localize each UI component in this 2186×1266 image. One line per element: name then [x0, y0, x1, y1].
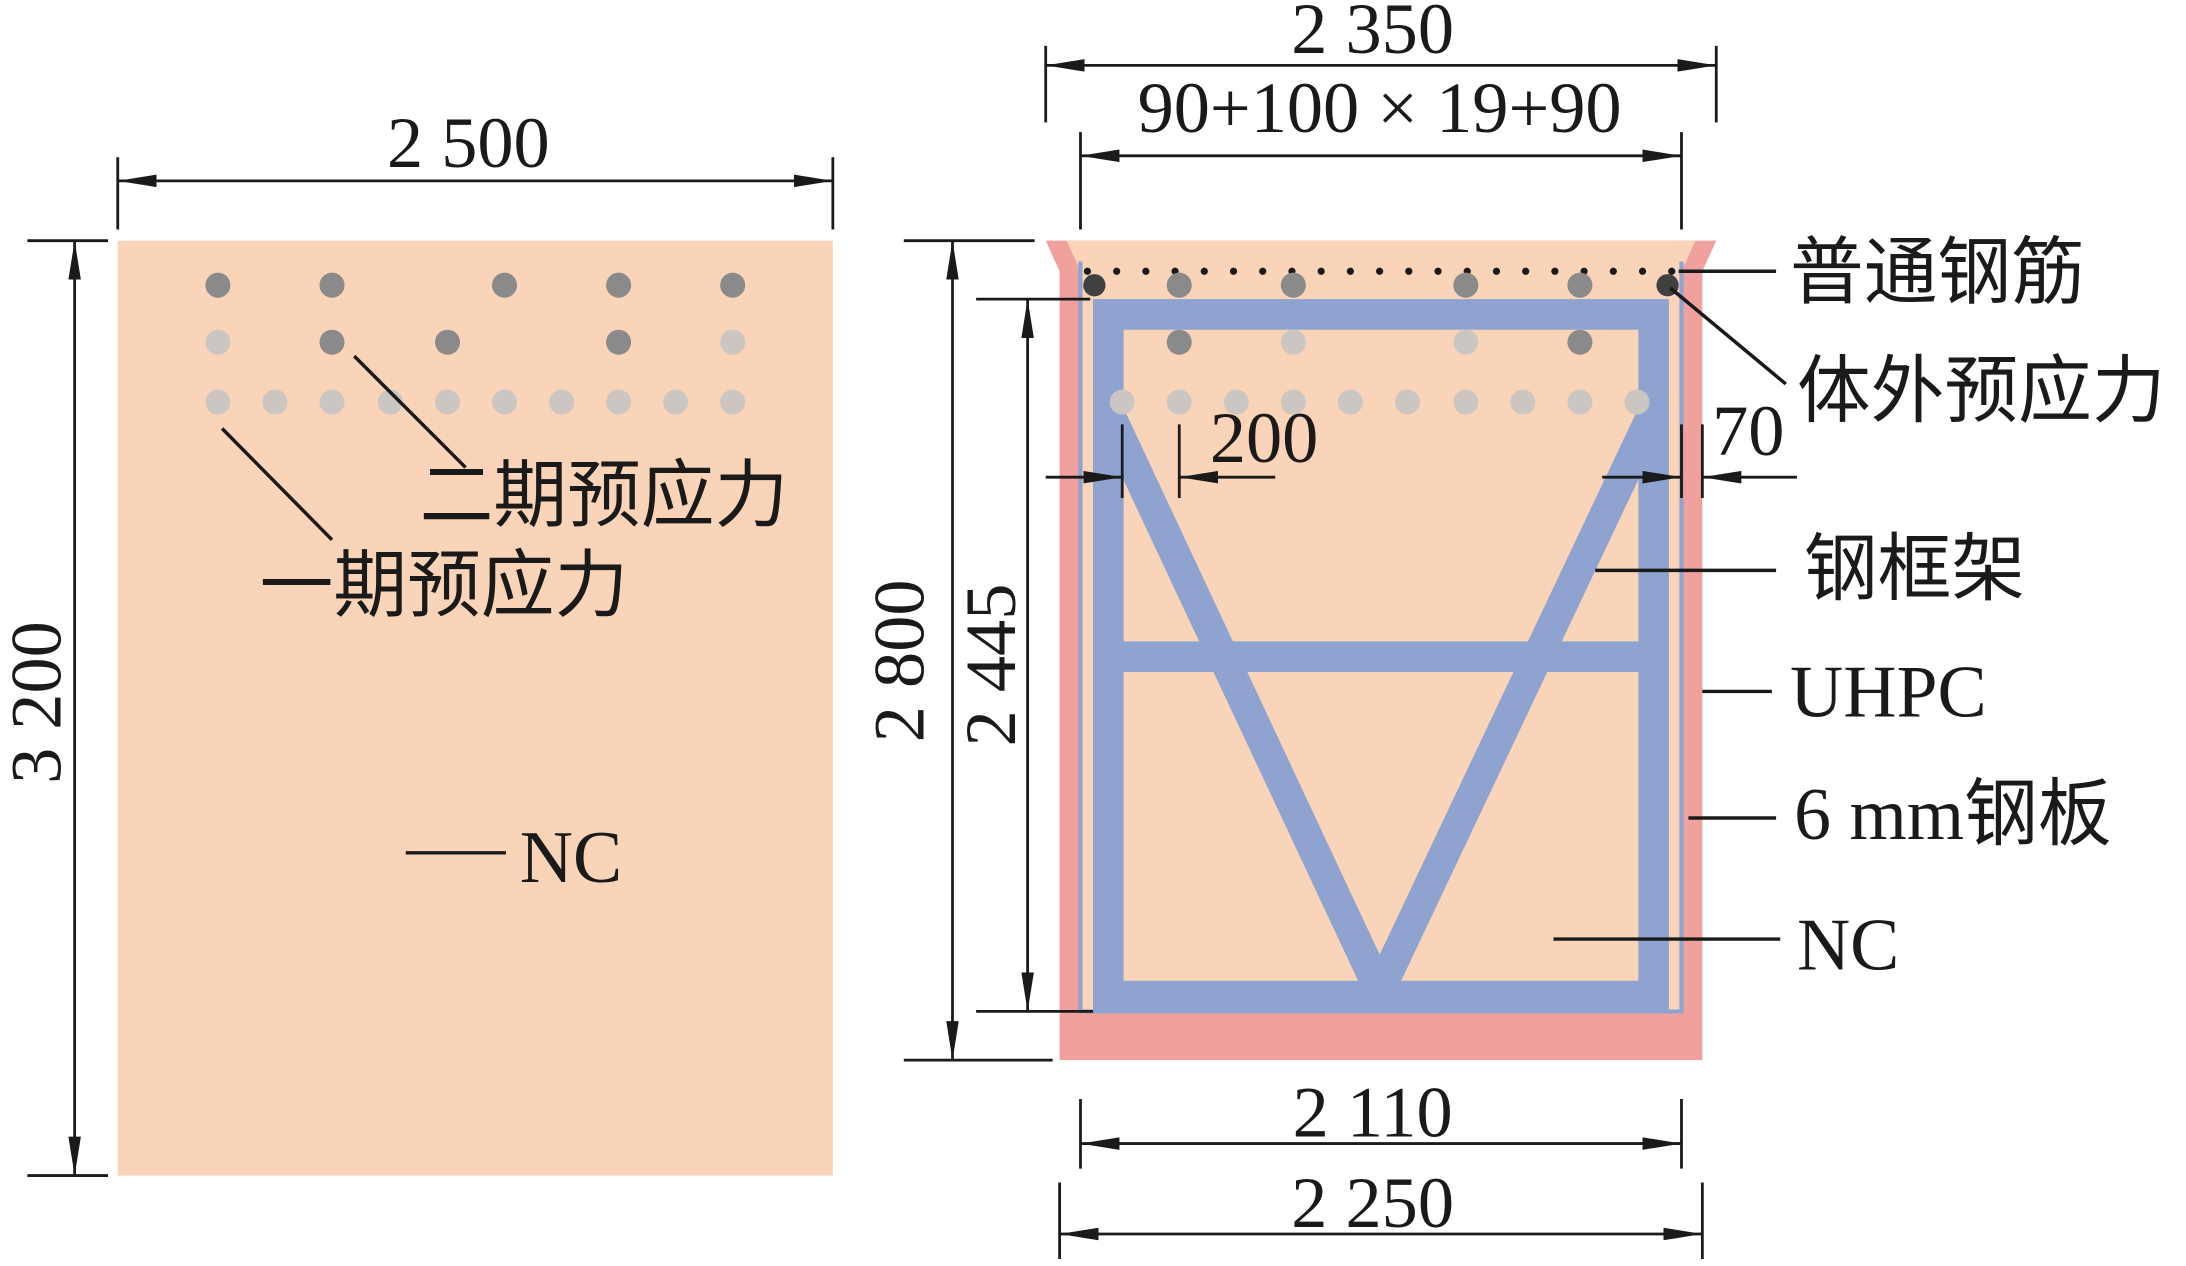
- first-stage-prestress-dot: [205, 389, 231, 415]
- first-stage-prestress-dot: [1337, 389, 1363, 415]
- first-stage-prestress-dot: [434, 389, 460, 415]
- side-thickness-value: 70: [1712, 391, 1784, 471]
- first-stage-prestress-dot: [1109, 389, 1135, 415]
- frame-height-dimension: 2 445: [951, 297, 1093, 1013]
- top-width-dimension: 2 350: [1044, 0, 1718, 123]
- steel-frame-right-diagonal: [1365, 410, 1665, 998]
- second-stage-prestress-label: 二期预应力: [420, 454, 789, 536]
- side-thickness-dimension: 70: [1602, 391, 1797, 499]
- right-height-value: 2 800: [859, 579, 939, 742]
- first-stage-prestress-dot: [377, 389, 403, 415]
- second-stage-prestress-leader: [353, 354, 467, 469]
- second-stage-prestress-dot: [1280, 272, 1306, 298]
- frame-height-value: 2 445: [951, 584, 1031, 747]
- second-stage-prestress-dot: [720, 272, 746, 298]
- left-cross-section: 2 500 3 200 二期预应力 一期预应力 NC: [0, 103, 835, 1177]
- diagonal-offset-dimension: 200: [1045, 398, 1319, 499]
- first-stage-prestress-dot: [1453, 329, 1479, 355]
- rebar-dot: [1638, 267, 1647, 275]
- left-width-value: 2 500: [387, 103, 550, 183]
- first-stage-prestress-dot: [1280, 329, 1306, 355]
- first-stage-prestress-dot: [205, 329, 231, 355]
- first-stage-prestress-dot: [1280, 389, 1306, 415]
- second-stage-prestress-dot: [1166, 329, 1192, 355]
- rebar-dot: [1375, 267, 1384, 275]
- bottom-width-value: 2 250: [1291, 1163, 1454, 1243]
- first-stage-prestress-dot: [319, 389, 345, 415]
- rebar-dot: [1551, 267, 1559, 275]
- first-stage-prestress-dot: [549, 389, 575, 415]
- rebar-dot: [1200, 267, 1208, 275]
- second-stage-prestress-dot: [1453, 272, 1479, 298]
- second-stage-prestress-dot: [606, 329, 632, 355]
- first-stage-prestress-dot: [1394, 389, 1420, 415]
- rebar-dot: [1522, 267, 1530, 275]
- rebar-dot: [1142, 267, 1150, 275]
- left-width-dimension: 2 500: [116, 103, 835, 230]
- bottom-width-dimension: 2 250: [1058, 1163, 1704, 1260]
- first-stage-prestress-dot: [720, 389, 746, 415]
- first-stage-prestress-dot: [262, 389, 288, 415]
- external-prestress-leader: [1669, 286, 1787, 386]
- inner-width-value: 2 110: [1293, 1073, 1453, 1153]
- right-nc-core: [1066, 240, 1696, 1012]
- first-stage-prestress-dot: [720, 329, 746, 355]
- first-stage-prestress-dot: [491, 389, 518, 415]
- rebar-dot: [1229, 267, 1238, 275]
- right-tendon-dots: [1083, 267, 1679, 415]
- second-stage-prestress-dot: [434, 329, 460, 355]
- rebar-dot: [1434, 267, 1442, 275]
- first-stage-prestress-dot: [1166, 389, 1192, 415]
- top-width-value: 2 350: [1291, 0, 1454, 69]
- rebar-dot: [1668, 267, 1676, 275]
- left-nc-body: [117, 240, 833, 1176]
- first-stage-prestress-dot: [663, 389, 689, 415]
- second-stage-prestress-dot: [491, 272, 518, 298]
- steel-frame: [1093, 299, 1669, 1012]
- second-stage-prestress-dot: [1567, 329, 1593, 355]
- left-tendon-dots: [205, 272, 746, 415]
- inner-width-dimension: 2 110: [1079, 1073, 1683, 1169]
- diagonal-offset-value: 200: [1210, 398, 1319, 478]
- right-height-dimension: 2 800: [859, 239, 1053, 1062]
- ordinary-rebar-label: 普通钢筋: [1790, 232, 2085, 314]
- first-stage-prestress-dot: [1510, 389, 1536, 415]
- rebar-dot: [1317, 267, 1325, 275]
- left-height-dimension: 3 200: [0, 239, 109, 1177]
- external-prestress-label: 体外预应力: [1797, 350, 2166, 432]
- left-nc-label: NC: [520, 816, 622, 898]
- right-cross-section: 2 350 90+100 × 19+90 2 800 2 445: [859, 0, 2166, 1260]
- rebar-dot: [1346, 267, 1354, 275]
- second-stage-prestress-dot: [606, 272, 632, 298]
- first-stage-prestress-leader: [220, 427, 334, 542]
- left-height-value: 3 200: [0, 621, 77, 784]
- rebar-spacing-dimension: 90+100 × 19+90: [1079, 68, 1683, 230]
- second-stage-prestress-dot: [1567, 272, 1593, 298]
- first-stage-prestress-dot: [1223, 389, 1249, 415]
- rebar-dot: [1113, 267, 1121, 275]
- steel-plate-label: 6 mm钢板: [1794, 773, 2111, 855]
- first-stage-prestress-dot: [1567, 389, 1593, 415]
- rebar-dot: [1492, 267, 1501, 275]
- steel-frame-left-diagonal: [1097, 410, 1394, 998]
- second-stage-prestress-dot: [205, 272, 231, 298]
- second-stage-prestress-dot: [319, 272, 345, 298]
- rebar-dot: [1405, 267, 1413, 275]
- second-stage-prestress-dot: [319, 329, 345, 355]
- rebar-spacing-value: 90+100 × 19+90: [1138, 68, 1622, 148]
- right-nc-label: NC: [1797, 904, 1899, 986]
- uhpc-label: UHPC: [1790, 650, 1987, 732]
- first-stage-prestress-dot: [606, 389, 632, 415]
- second-stage-prestress-dot: [1166, 272, 1192, 298]
- first-stage-prestress-dot: [1624, 389, 1650, 415]
- steel-frame-label: 钢框架: [1804, 528, 2025, 610]
- rebar-dot: [1259, 267, 1267, 275]
- first-stage-prestress-dot: [1453, 389, 1479, 415]
- rebar-dot: [1609, 267, 1617, 275]
- external-prestress-dot: [1083, 274, 1106, 297]
- rebar-dot: [1083, 267, 1092, 275]
- first-stage-prestress-label: 一期预应力: [260, 545, 629, 627]
